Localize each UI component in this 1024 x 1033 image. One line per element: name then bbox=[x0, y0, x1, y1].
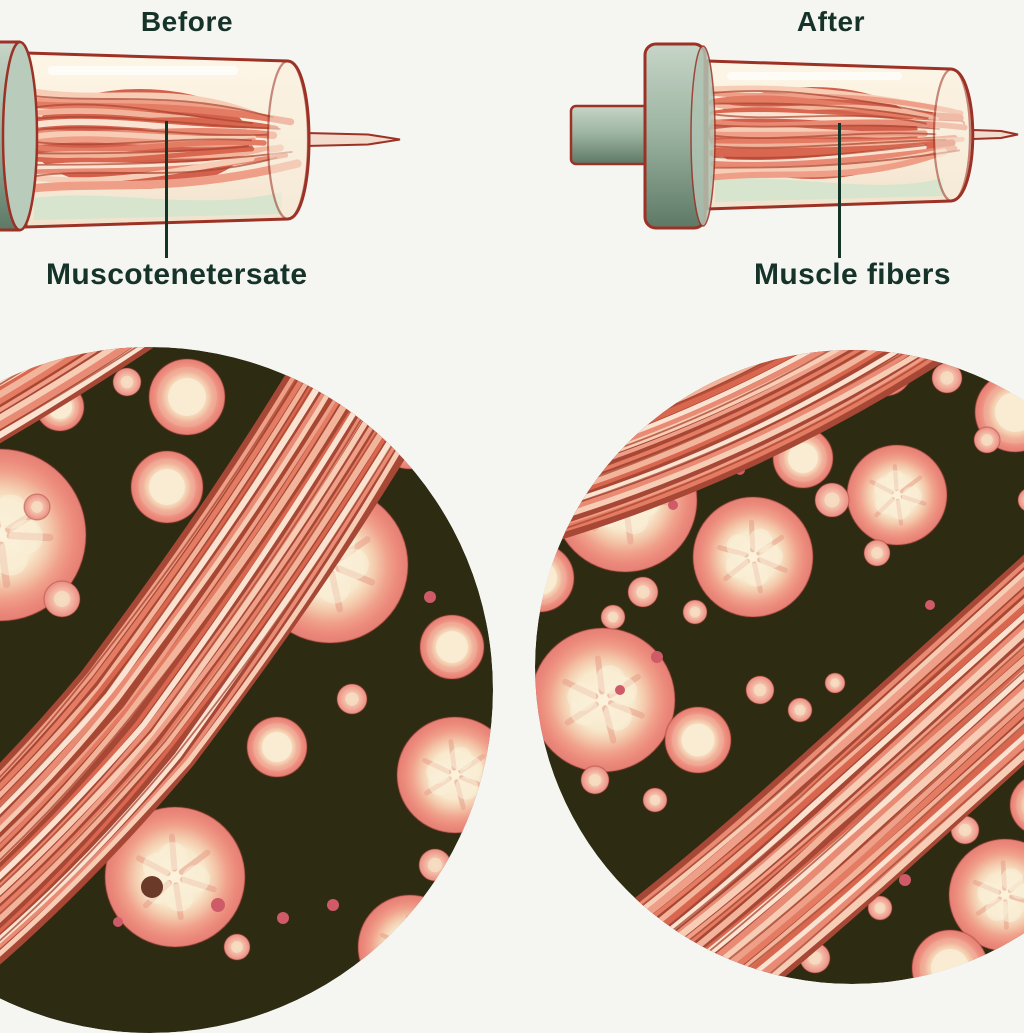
panel-title-after: After bbox=[796, 6, 866, 37]
syringe-after-illustration bbox=[569, 42, 1019, 230]
callout-line-before bbox=[165, 121, 168, 258]
caption-before: Muscotenetersate bbox=[46, 258, 308, 291]
callout-line-after bbox=[838, 123, 841, 258]
syringe-before-illustration bbox=[0, 40, 401, 232]
muscle-fiber-bundle bbox=[0, 347, 486, 1033]
tube-end-cap bbox=[932, 67, 972, 203]
caption-after: Muscle fibers bbox=[754, 258, 951, 291]
plunger-rod bbox=[569, 104, 651, 166]
needle bbox=[305, 131, 401, 148]
micrograph-after bbox=[535, 350, 1024, 984]
micrograph-before bbox=[0, 347, 493, 1033]
panel-title-before: Before bbox=[140, 6, 234, 37]
needle bbox=[972, 128, 1019, 141]
